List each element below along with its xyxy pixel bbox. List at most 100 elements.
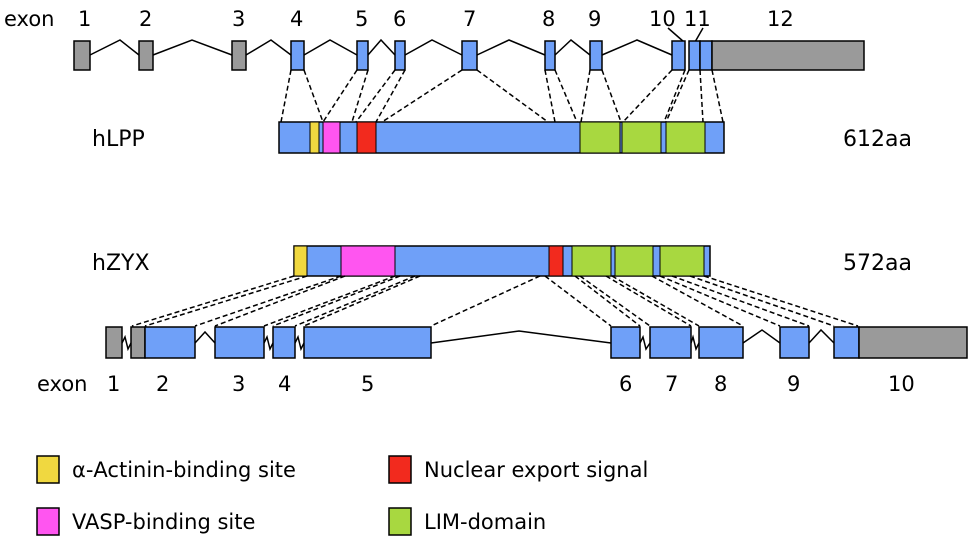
zyx-exon-10-coding (833, 326, 860, 359)
lpp-exon-number: 4 (290, 7, 303, 31)
legend-swatch-lim (388, 507, 412, 536)
lpp-exon11-pointer (694, 27, 704, 43)
zyx-nes (548, 245, 564, 277)
lpp-protein: hLPP 612aa (92, 121, 912, 154)
lpp-lim-domain-1 (579, 121, 621, 154)
lpp-intron (476, 39, 546, 56)
lpp-exon-8 (544, 40, 556, 71)
lpp-intron (89, 39, 140, 56)
zyx-intron (194, 330, 216, 344)
zyx-exon-number: 7 (665, 372, 678, 396)
legend: α-Actinin-binding site Nuclear export si… (36, 455, 648, 536)
zyx-exon-number: 3 (232, 372, 245, 396)
legend-label-nes: Nuclear export signal (424, 458, 648, 482)
zyx-exon-prefix: exon (37, 372, 88, 396)
lpp-exon-number: 9 (588, 7, 601, 31)
zyx-exon-number: 10 (888, 372, 915, 396)
legend-label-alpha-actinin: α-Actinin-binding site (72, 458, 296, 482)
zyx-length-label: 572aa (843, 251, 912, 276)
legend-swatch-nes (388, 455, 412, 484)
zyx-exon-2-utr (130, 326, 146, 359)
lpp-exon-7 (461, 40, 478, 71)
zyx-intron (121, 334, 132, 352)
zyx-gene: exon 1 2 3 4 5 6 7 8 9 10 (37, 326, 968, 396)
zyx-exon-10-utr (858, 326, 968, 359)
zyx-vasp-site (340, 245, 396, 277)
zyx-intron (690, 334, 700, 352)
lpp-exon-2 (138, 40, 154, 71)
lpp-exon-4 (290, 40, 305, 71)
legend-label-vasp: VASP-binding site (72, 510, 255, 534)
zyx-exon-9 (779, 326, 810, 359)
lpp-exon-number: 2 (139, 7, 152, 31)
lpp-nes (356, 121, 377, 154)
lpp-exon-number: 8 (542, 7, 555, 31)
lpp-mapping-lines (280, 69, 724, 123)
zyx-exon-5 (303, 326, 432, 359)
zyx-protein: hZYX 572aa (92, 245, 912, 277)
lpp-exon-number: 5 (355, 7, 368, 31)
lpp-exon-number: 12 (767, 7, 794, 31)
zyx-intron (639, 334, 651, 351)
zyx-intron (430, 330, 612, 344)
lpp-exon-number: 10 (649, 7, 676, 31)
zyx-intron (263, 334, 274, 352)
lpp-intron (554, 39, 591, 56)
zyx-lim-domain-2 (614, 245, 654, 277)
lpp-exon-12-utr (711, 40, 865, 71)
zyx-lim-domain-3 (659, 245, 705, 277)
lpp-exon-1 (73, 40, 91, 71)
lpp-exon-number: 11 (684, 7, 711, 31)
legend-swatch-vasp (36, 507, 60, 536)
lpp-exon-6 (394, 40, 406, 71)
lpp-lim-domain-3 (665, 121, 706, 154)
lpp-exon-number: 1 (78, 7, 91, 31)
lpp-exon-9 (589, 40, 603, 71)
lpp-alpha-actinin-site (309, 121, 320, 154)
zyx-exon-number: 5 (361, 372, 374, 396)
lpp-intron (367, 38, 396, 56)
zyx-intron (808, 328, 835, 344)
lpp-exon-10 (671, 40, 686, 71)
lpp-exon-prefix: exon (4, 7, 55, 31)
zyx-exon-8 (698, 326, 744, 359)
zyx-exon-number: 8 (714, 372, 727, 396)
zyx-intron (742, 329, 781, 344)
zyx-intron (294, 334, 305, 352)
lpp-lim-domain-2 (621, 121, 662, 154)
lpp-exon-11 (688, 40, 701, 71)
zyx-exon-number: 6 (619, 372, 632, 396)
lpp-exon-12-coding (699, 40, 713, 71)
zyx-mapping-lines (131, 275, 859, 327)
zyx-exon-1 (105, 326, 123, 359)
zyx-exon-number: 2 (156, 372, 169, 396)
zyx-exon-number: 9 (787, 372, 800, 396)
lpp-intron (152, 39, 233, 56)
zyx-lim-domain-1 (571, 245, 612, 277)
zyx-protein-name: hZYX (92, 251, 150, 276)
lpp-intron (404, 39, 463, 56)
lpp-intron (601, 39, 673, 56)
lpp-vasp-site (322, 121, 341, 154)
zyx-alpha-actinin-site (293, 245, 308, 277)
lpp-protein-name: hLPP (92, 127, 145, 152)
lpp-exon10-pointer (667, 27, 685, 43)
zyx-exon-6 (610, 326, 641, 359)
lpp-exon-3 (231, 40, 247, 71)
zyx-exon-2 (144, 326, 196, 359)
lpp-intron (303, 39, 358, 56)
legend-swatch-alpha-actinin (36, 455, 60, 484)
zyx-exon-7 (649, 326, 692, 359)
zyx-exon-4 (272, 326, 296, 359)
zyx-exon-3 (214, 326, 265, 359)
zyx-exon-number: 4 (278, 372, 291, 396)
lpp-exon-5 (356, 40, 369, 71)
lpp-gene: exon 1 2 3 4 5 6 7 8 9 10 11 12 (4, 7, 865, 71)
lpp-exon-number: 3 (232, 7, 245, 31)
legend-label-lim: LIM-domain (424, 510, 546, 534)
lpp-length-label: 612aa (843, 127, 912, 152)
lpp-intron (245, 39, 292, 56)
lpp-exon-number: 6 (393, 7, 406, 31)
lpp-exon-number: 7 (463, 7, 476, 31)
